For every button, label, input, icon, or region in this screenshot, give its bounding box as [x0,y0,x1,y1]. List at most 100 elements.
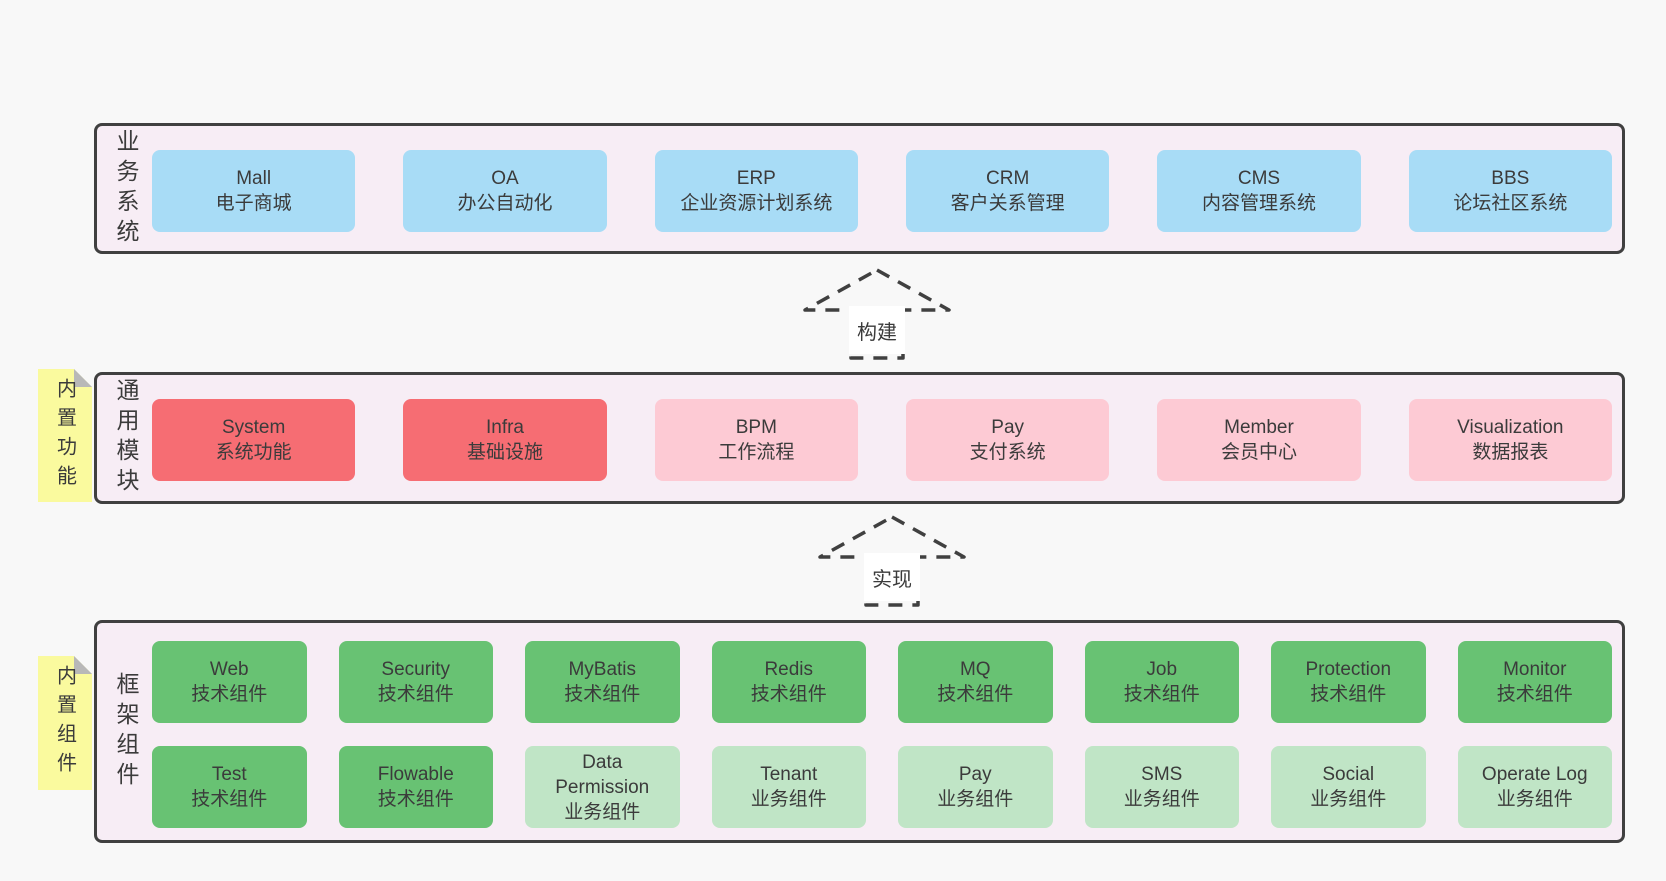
box-subtitle: 业务组件 [937,789,1014,810]
box-subtitle: 业务组件 [1123,789,1200,810]
box-cms: CMS 内容管理系统 [1157,150,1361,232]
box-pay: Pay 支付系统 [905,399,1110,481]
box-title: BPM [735,417,777,438]
implement-arrow: 实现 [814,513,970,609]
box-title: Visualization [1457,417,1564,438]
box-title: Infra [485,417,524,438]
box-title: Web [209,659,249,680]
box-pay: Pay 业务组件 [898,746,1053,828]
box-subtitle: 系统功能 [215,442,292,463]
box-social: Social 业务组件 [1271,746,1426,828]
box-title: Pay [958,764,992,785]
box-visualization: Visualization 数据报表 [1408,399,1612,481]
band-common-modules: 通用模块 System 系统功能 Infra 基础设施 BPM 工作流程 Pay 支付系统 Me… [94,372,1625,504]
box-subtitle: 办公自动化 [457,193,553,214]
common-modules-boxes: System 系统功能 Infra 基础设施 BPM 工作流程 Pay 支付系统 Member 会… [152,399,1612,481]
box-title: Mall [236,168,272,189]
box-data-permission: Data Permission 业务组件 [525,746,680,828]
box-test: Test 技术组件 [152,746,307,828]
box-title: Member [1224,417,1294,438]
box-job: Job 技术组件 [1084,641,1239,723]
box-erp: ERP 企业资源计划系统 [654,150,858,232]
box-title: Test [211,764,247,785]
sticky-label-built-in-components: 内置组件 [53,665,76,781]
box-title: Data Permission [555,751,650,798]
up-block-arrow-icon [803,268,951,360]
box-title: Monitor [1503,659,1567,680]
box-subtitle: 技术组件 [937,684,1014,705]
folded-corner-icon [74,656,92,674]
box-flowable: Flowable 技术组件 [338,746,493,828]
box-title: Pay [991,417,1025,438]
box-operate-log: Operate Log 业务组件 [1457,746,1612,828]
box-subtitle: 企业资源计划系统 [680,193,833,214]
box-monitor: Monitor 技术组件 [1457,641,1612,723]
build-arrow-label: 构建 [849,306,905,354]
build-arrow: 构建 [799,266,955,362]
box-subtitle: 工作流程 [718,442,795,463]
box-title: Protection [1305,659,1392,680]
box-subtitle: 业务组件 [564,801,641,823]
box-title: Security [381,659,451,680]
box-subtitle: 数据报表 [1472,442,1549,463]
box-title: Tenant [760,764,818,785]
box-subtitle: 技术组件 [750,684,827,705]
sticky-note-built-in-features: 内置功能 [38,369,92,502]
implement-arrow-label: 实现 [864,553,920,601]
box-subtitle: 电子商城 [215,193,292,214]
box-title: CRM [986,168,1030,189]
band-label-common-modules: 通用模块 [113,378,139,498]
folded-corner-icon [74,369,92,387]
box-subtitle: 技术组件 [1123,684,1200,705]
sticky-note-built-in-components: 内置组件 [38,656,92,790]
box-system: System 系统功能 [152,399,356,481]
box-title: ERP [736,168,776,189]
box-subtitle: 会员中心 [1220,442,1297,463]
box-infra: Infra 基础设施 [403,399,607,481]
box-tenant: Tenant 业务组件 [711,746,866,828]
box-title: MQ [959,659,991,680]
box-subtitle: 客户关系管理 [950,193,1065,214]
box-subtitle: 基础设施 [466,442,543,463]
band-label-business-systems: 业务系统 [113,128,139,249]
box-title: BBS [1491,168,1530,189]
sticky-label-built-in-features: 内置功能 [53,377,76,494]
box-subtitle: 内容管理系统 [1201,193,1316,214]
box-subtitle: 技术组件 [564,684,641,705]
box-subtitle: 技术组件 [191,789,268,810]
up-block-arrow-icon [818,515,966,607]
box-crm: CRM 客户关系管理 [905,150,1110,232]
box-oa: OA 办公自动化 [403,150,607,232]
box-redis: Redis 技术组件 [711,641,866,723]
box-subtitle: 技术组件 [377,684,454,705]
box-bpm: BPM 工作流程 [654,399,858,481]
box-title: Social [1322,764,1375,785]
box-title: Operate Log [1481,764,1588,785]
box-subtitle: 业务组件 [1310,789,1387,810]
business-systems-boxes: Mall 电子商城 OA 办公自动化 ERP 企业资源计划系统 CRM 客户关系管理 CMS 内容… [152,150,1612,232]
box-subtitle: 技术组件 [1496,684,1573,705]
box-title: Flowable [377,764,454,785]
box-security: Security 技术组件 [338,641,493,723]
box-protection: Protection 技术组件 [1271,641,1426,723]
box-subtitle: 技术组件 [1310,684,1387,705]
box-mq: MQ 技术组件 [898,641,1053,723]
box-title: Redis [764,659,814,680]
box-subtitle: 业务组件 [750,789,827,810]
box-title: CMS [1237,168,1281,189]
box-subtitle: 支付系统 [969,442,1046,463]
box-subtitle: 业务组件 [1496,789,1573,810]
box-title: MyBatis [568,659,637,680]
box-title: System [221,417,286,438]
box-member: Member 会员中心 [1157,399,1361,481]
band-business-systems: 业务系统 Mall 电子商城 OA 办公自动化 ERP 企业资源计划系统 CRM 客户关系管理… [94,123,1625,254]
box-title: OA [491,168,519,189]
box-title: SMS [1141,764,1183,785]
box-mybatis: MyBatis 技术组件 [525,641,680,723]
box-subtitle: 技术组件 [377,789,454,810]
box-title: Job [1146,659,1178,680]
